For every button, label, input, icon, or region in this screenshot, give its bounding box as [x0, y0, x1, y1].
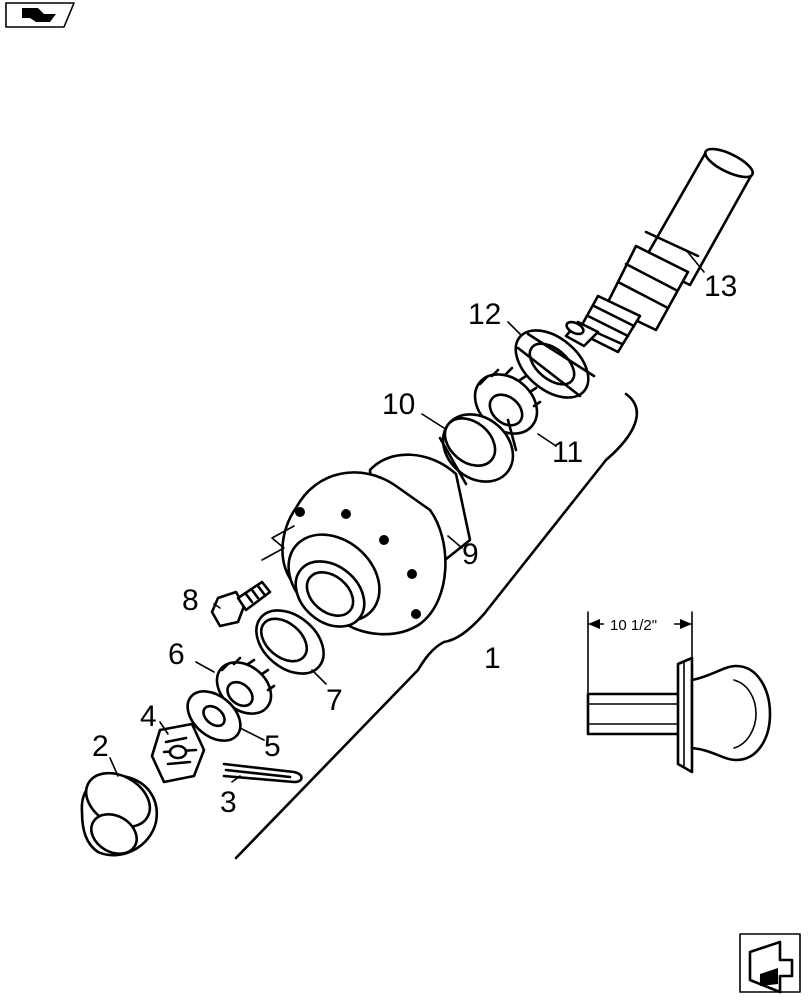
spindle-inset: 10 1/2"	[586, 611, 772, 774]
bolt-leader	[261, 525, 295, 561]
callout-12: 12	[468, 298, 501, 331]
callout-5: 5	[264, 730, 281, 763]
spindle-shaft	[564, 147, 754, 354]
callout-7: 7	[326, 684, 343, 717]
assembly-brace	[234, 392, 638, 860]
callout-13: 13	[704, 270, 737, 303]
callout-10: 10	[382, 388, 415, 421]
callout-numbers: 1 2 3 4 5 6 7 8 9 10 11 12 13	[92, 270, 737, 819]
hub	[281, 453, 472, 636]
callout-11: 11	[552, 436, 583, 469]
next-page-arrow-icon[interactable]	[739, 933, 801, 994]
dimension-label: 10 1/2"	[610, 617, 657, 634]
callout-8: 8	[182, 584, 199, 617]
callout-9: 9	[462, 538, 479, 571]
callout-4: 4	[140, 700, 157, 733]
inner-bearing-cup	[438, 413, 518, 486]
cotter-pin	[222, 762, 303, 784]
washer	[186, 690, 242, 742]
outer-bearing-cup	[255, 609, 325, 675]
callout-2: 2	[92, 730, 109, 763]
stud-bolt	[210, 580, 272, 628]
outer-bearing-cone	[215, 656, 276, 715]
leader-lines	[109, 249, 705, 783]
dust-cap	[80, 771, 159, 857]
seal	[514, 329, 596, 399]
book-arrow-icon[interactable]	[5, 2, 75, 28]
callout-3: 3	[220, 786, 237, 819]
callout-1: 1	[484, 642, 501, 675]
callout-6: 6	[168, 638, 185, 671]
castle-nut	[150, 722, 206, 784]
